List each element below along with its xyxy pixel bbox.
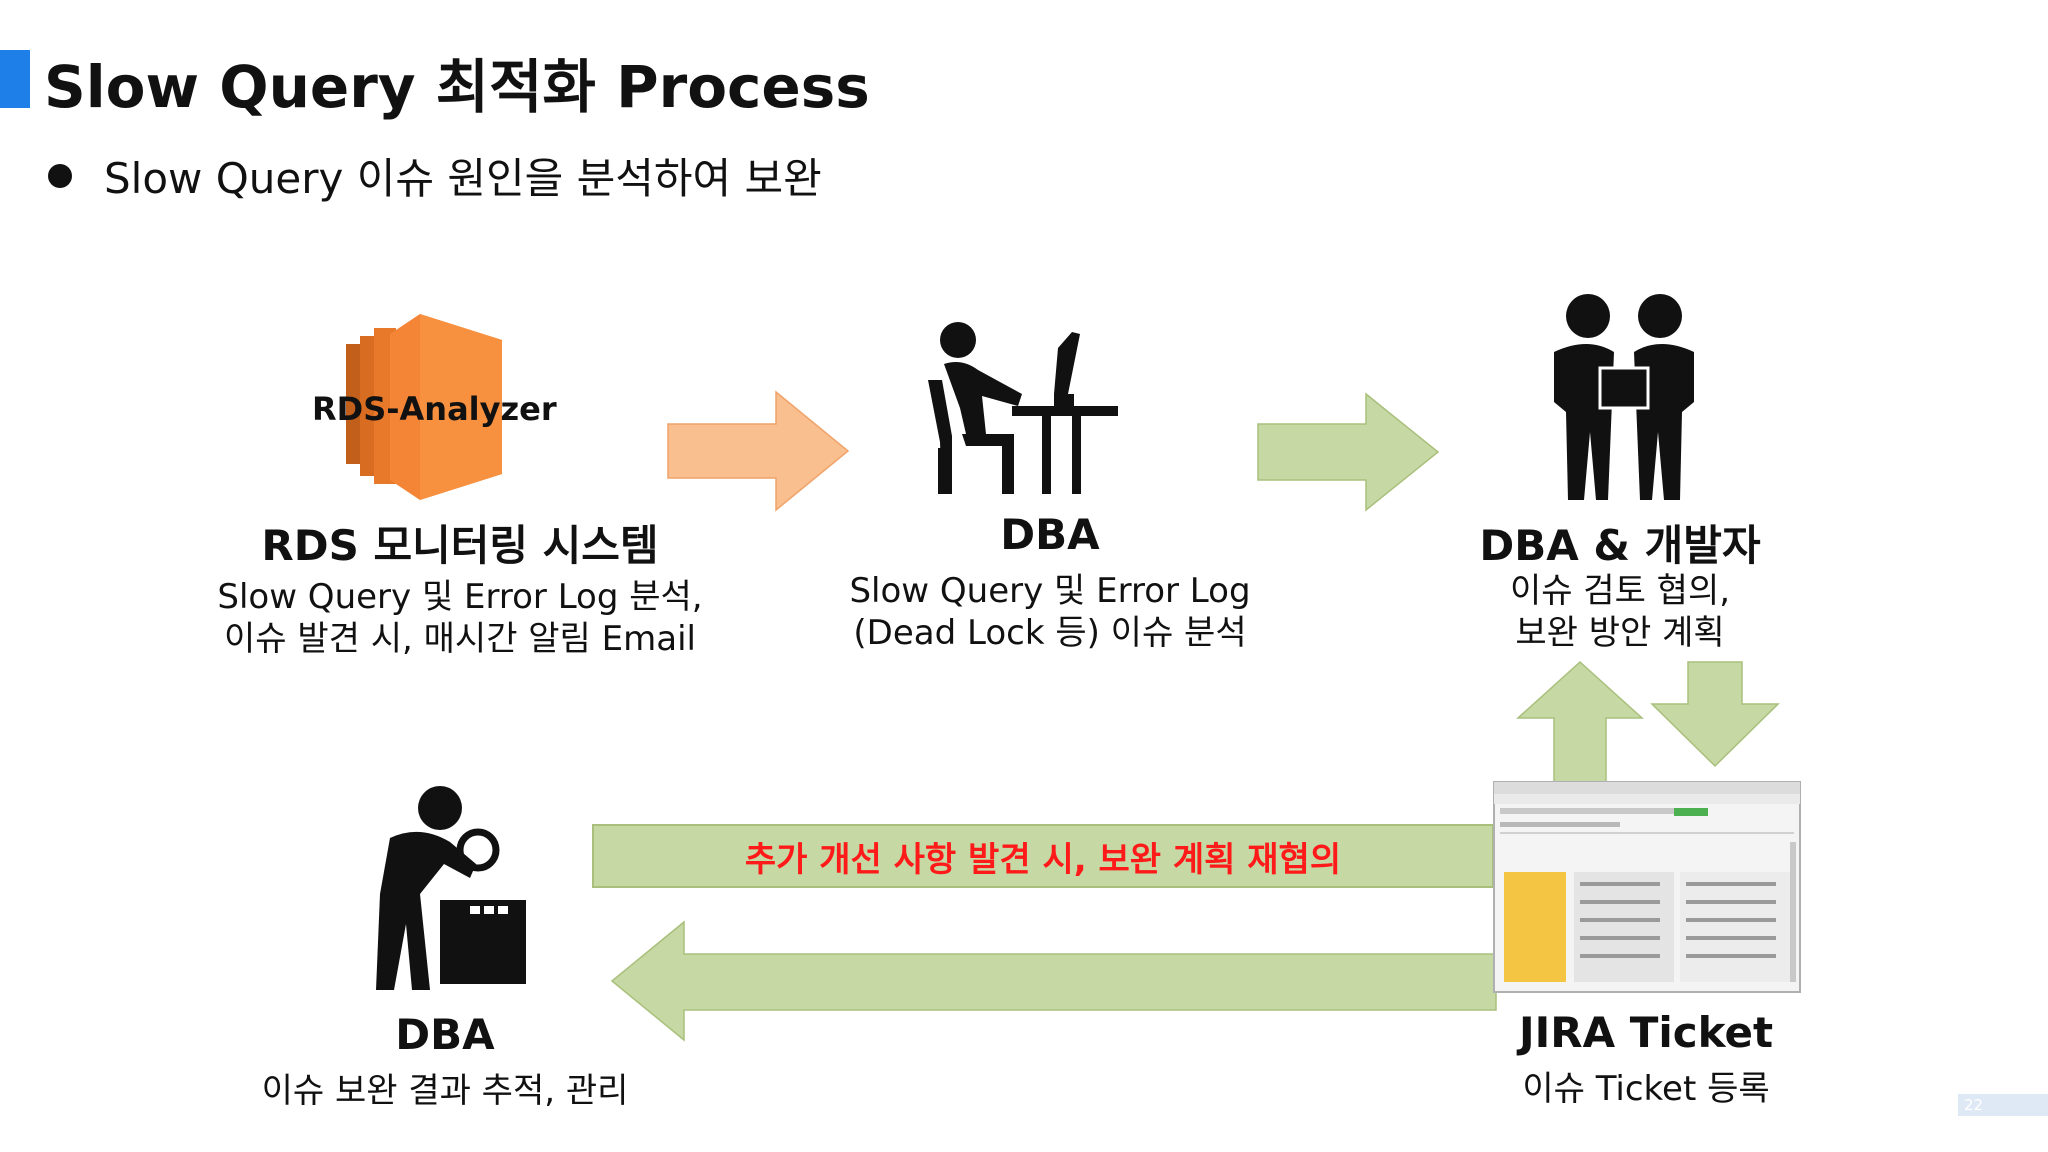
dba-dev-desc-line1: 이슈 검토 협의, — [1509, 571, 1731, 611]
arrow-down-green — [1650, 661, 1780, 768]
handshake-people-icon — [1554, 294, 1694, 500]
dba-dev-title: DBA & 개발자 — [1479, 521, 1761, 570]
dba-inspecting-icon — [376, 786, 526, 990]
dba-analysis-desc-line2: (Dead Lock 등) 이슈 분석 — [853, 613, 1247, 653]
dba-analysis-desc-line1: Slow Query 및 Error Log — [849, 571, 1251, 611]
title-accent-bar — [0, 50, 30, 108]
page-number: 22 — [1958, 1094, 2048, 1116]
jira-ticket-desc: 이슈 Ticket 등록 — [1522, 1069, 1770, 1109]
arrow-up-green — [1516, 660, 1644, 783]
feedback-banner-text: 추가 개선 사항 발견 시, 보완 계획 재협의 — [744, 840, 1342, 880]
arrow-right-green — [1257, 392, 1440, 512]
arrow-left-green — [610, 920, 1497, 1042]
bullet-dot — [48, 164, 72, 188]
jira-screenshot-icon — [1493, 781, 1801, 993]
dba-analysis-title: DBA — [1000, 510, 1100, 559]
rds-monitoring-title: RDS 모니터링 시스템 — [261, 521, 659, 570]
dba-dev-desc-line2: 보완 방안 계획 — [1515, 613, 1725, 653]
rds-analyzer-icon — [346, 314, 502, 500]
rds-monitoring-desc-line1: Slow Query 및 Error Log 분석, — [217, 577, 703, 617]
rds-monitoring-desc-line2: 이슈 발견 시, 매시간 알림 Email — [224, 619, 696, 659]
dba-at-desk-icon — [928, 322, 1118, 494]
bullet-text: Slow Query 이슈 원인을 분석하여 보완 — [104, 154, 822, 203]
page-title: Slow Query 최적화 Process — [44, 53, 870, 121]
dba-tracking-title: DBA — [395, 1010, 495, 1059]
feedback-banner — [592, 824, 1494, 888]
rds-analyzer-label: RDS-Analyzer — [312, 390, 557, 428]
arrow-right-orange — [667, 390, 850, 512]
dba-tracking-desc: 이슈 보완 결과 추적, 관리 — [261, 1071, 629, 1111]
jira-ticket-title: JIRA Ticket — [1518, 1008, 1774, 1057]
